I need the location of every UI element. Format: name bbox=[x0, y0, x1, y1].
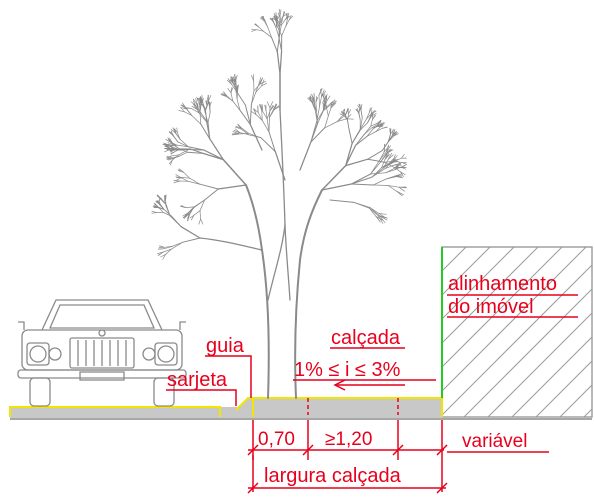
strip-width-dimension: 0,70 bbox=[258, 429, 295, 450]
slope-label: 1% ≤ i ≤ 3% bbox=[294, 359, 401, 381]
tree-illustration bbox=[151, 8, 408, 399]
alinhamento-label-line2: do imóvel bbox=[448, 296, 534, 318]
variable-dimension: variável bbox=[462, 431, 528, 452]
annotations bbox=[166, 294, 578, 494]
pavement bbox=[10, 398, 592, 420]
guia-label: guia bbox=[206, 335, 244, 357]
sarjeta-label: sarjeta bbox=[167, 369, 228, 391]
car-front-illustration bbox=[17, 299, 187, 407]
calcada-label: calçada bbox=[331, 327, 400, 349]
sidewalk-width-label: largura calçada bbox=[264, 465, 401, 487]
free-width-dimension: ≥1,20 bbox=[325, 429, 373, 450]
property-building bbox=[441, 246, 593, 418]
alinhamento-label-line1: alinhamento bbox=[448, 273, 557, 295]
